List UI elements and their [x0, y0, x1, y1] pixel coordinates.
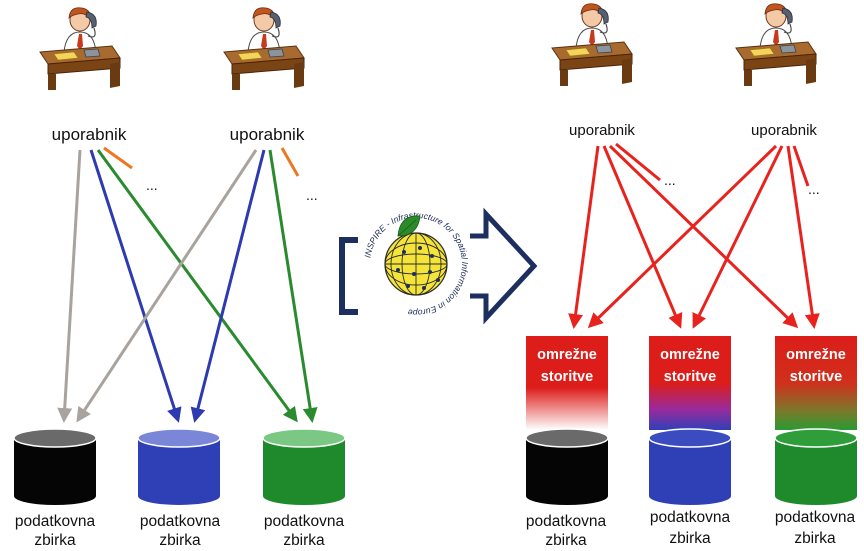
user-label: uporabnik — [52, 125, 127, 144]
arrow-gray — [76, 149, 258, 423]
database-label-line2: zbirka — [34, 532, 76, 549]
database-cylinder-icon — [263, 438, 345, 505]
database-cylinder-icon — [526, 438, 608, 505]
right-database-blue: podatkovna zbirka — [648, 428, 732, 547]
arrow-gray — [57, 149, 82, 423]
user-office-icon — [223, 5, 305, 91]
arrow-red — [792, 145, 810, 187]
database-cylinder-icon — [14, 438, 96, 505]
more-users-ellipsis: ... — [664, 172, 676, 188]
right-user-2: uporabnik — [735, 1, 817, 139]
database-label-line2: zbirka — [159, 532, 201, 549]
service-label-line1: omrežne — [537, 347, 597, 363]
user-label: uporabnik — [569, 122, 635, 139]
left-database-green: podatkovna zbirka — [262, 428, 346, 549]
arrow-blue — [190, 149, 266, 423]
right-database-green: podatkovna zbirka — [774, 428, 858, 547]
database-label-line2: zbirka — [283, 532, 325, 549]
left-user-1: uporabnik — [39, 5, 127, 144]
arrow-green — [96, 149, 298, 423]
network-services-2: omrežne storitve — [649, 336, 731, 430]
left-database-black: podatkovna zbirka — [13, 428, 97, 549]
service-label-line2: storitve — [790, 369, 842, 385]
inspire-logo: INSPIRE - Infrastructure for Spatial Inf… — [360, 208, 472, 320]
user-label: uporabnik — [751, 122, 817, 139]
database-label-line1: podatkovna — [264, 513, 345, 530]
service-label-line1: omrežne — [660, 347, 720, 363]
database-label-line2: zbirka — [545, 532, 587, 549]
arrow-red — [786, 145, 820, 329]
database-label-line1: podatkovna — [15, 513, 96, 530]
service-label-line2: storitve — [541, 369, 593, 385]
more-users-ellipsis: ... — [146, 177, 158, 193]
left-user-2: uporabnik — [223, 5, 305, 144]
transition-arrow-icon — [470, 207, 538, 325]
arrow-red — [568, 145, 600, 329]
user-office-icon — [39, 5, 121, 91]
arrow-green — [268, 149, 318, 423]
database-label-line1: podatkovna — [140, 513, 221, 530]
arrow-orange — [103, 146, 133, 170]
database-label-line1: podatkovna — [650, 509, 731, 526]
user-label: uporabnik — [230, 125, 305, 144]
database-label-line2: zbirka — [669, 530, 711, 547]
arrow-red — [587, 144, 778, 329]
database-cylinder-icon — [775, 438, 857, 505]
user-office-icon — [735, 1, 817, 87]
left-scenario: uporabnik uporabnik ... ... podatkovna z… — [13, 5, 346, 549]
user-office-icon — [551, 1, 633, 87]
right-database-black: podatkovna zbirka — [525, 428, 609, 549]
more-users-ellipsis: ... — [808, 181, 820, 197]
arrow-blue — [89, 149, 182, 423]
database-label-line1: podatkovna — [526, 513, 607, 530]
inspire-transition: INSPIRE - Infrastructure for Spatial Inf… — [339, 207, 538, 325]
arrow-orange — [280, 147, 300, 177]
bracket-left-icon — [339, 237, 358, 315]
more-users-ellipsis: ... — [306, 187, 318, 203]
database-label-line1: podatkovna — [775, 509, 856, 526]
network-services-1: omrežne storitve — [526, 336, 608, 430]
service-label-line2: storitve — [664, 369, 716, 385]
service-label-line1: omrežne — [786, 347, 846, 363]
arrow-red — [615, 142, 661, 182]
arrow-red — [692, 145, 784, 329]
database-label-line2: zbirka — [794, 530, 836, 547]
database-cylinder-icon — [138, 438, 220, 505]
network-services-3: omrežne storitve — [775, 336, 857, 430]
database-cylinder-icon — [649, 438, 731, 505]
arrow-red — [602, 145, 683, 329]
right-user-1: uporabnik — [551, 1, 635, 139]
right-scenario: uporabnik uporabnik ... ... omrežne stor… — [525, 1, 858, 549]
left-database-blue: podatkovna zbirka — [137, 428, 221, 549]
arrow-red — [608, 144, 799, 329]
